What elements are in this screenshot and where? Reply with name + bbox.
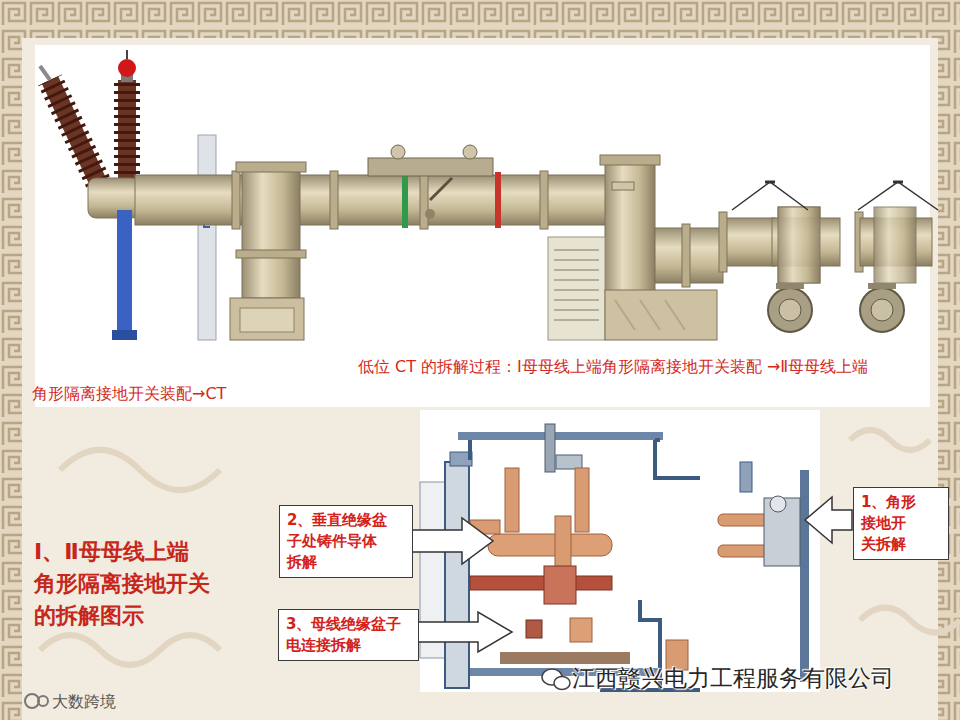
gis-illustration-part — [858, 182, 938, 210]
callout-box: 3、母线绝缘盆子 电连接拆解 — [278, 609, 419, 661]
watermark-icons-part — [38, 696, 48, 706]
cross-section-illustration-part — [545, 424, 555, 472]
gis-illustration-part — [50, 80, 98, 182]
top-illustration-panel-part — [35, 45, 930, 407]
cross-section-illustration-part — [488, 534, 612, 556]
process-caption: 低位 CT 的拆解过程：Ⅰ母母线上端角形隔离接地开关装配 →Ⅱ母母线上端 角形隔… — [32, 353, 930, 407]
callout-text: 1、角形 接地开 关拆解 — [861, 492, 941, 555]
gis-illustration-part — [88, 178, 140, 218]
gis-illustration-part — [871, 299, 893, 321]
gis-illustration-part — [198, 135, 216, 340]
watermark-icons-part — [25, 694, 39, 708]
gis-illustration-part — [719, 212, 727, 272]
gis-illustration-part — [242, 168, 300, 298]
gis-illustration-part — [236, 250, 306, 258]
gis-illustration-part — [495, 172, 501, 228]
decorative-frame-part — [0, 0, 960, 38]
gis-illustration-part — [236, 162, 306, 172]
gis-illustration-part — [232, 171, 240, 229]
gis-illustration-part — [868, 283, 896, 289]
callout-arrows-part — [805, 497, 852, 543]
gis-illustration-part — [118, 80, 136, 182]
gis-illustration-part — [874, 207, 916, 283]
cross-section-illustration-part — [526, 620, 542, 638]
gis-illustration-part — [402, 172, 408, 228]
gis-illustration-part — [463, 145, 477, 159]
gis-illustration-part — [368, 158, 493, 176]
cross-section-illustration-part — [770, 496, 786, 512]
gis-illustration-part — [554, 250, 599, 320]
gis-illustration-part — [605, 290, 717, 340]
gis-illustration-part — [112, 330, 137, 340]
cross-section-illustration-part — [556, 455, 582, 469]
gis-illustration-part — [117, 210, 132, 338]
company-watermark: 江西赣兴电力工程服务有限公司 — [572, 664, 894, 692]
cross-section-illustration-part — [800, 470, 809, 682]
source-watermark: 大数跨境 — [52, 692, 116, 712]
gis-illustration-part — [548, 237, 605, 340]
cross-section-illustration-part — [570, 618, 592, 642]
gis-illustration-part — [765, 181, 775, 184]
cross-section-illustration-part — [458, 432, 663, 440]
gis-illustration-part — [40, 66, 50, 80]
gis-illustration-part — [860, 288, 904, 332]
callout-text: 3、母线绝缘盆子 电连接拆解 — [286, 614, 411, 656]
gis-illustration-part — [391, 145, 405, 159]
slide-heading: Ⅰ、Ⅱ母母线上端 角形隔离接地开关 的拆解图示 — [34, 536, 230, 632]
gis-illustration-part — [893, 181, 903, 184]
gis-illustration-part — [425, 209, 435, 219]
decorative-frame-part — [0, 38, 22, 720]
gis-illustration-part — [50, 80, 98, 182]
gis-illustration-part — [540, 171, 548, 229]
gis-illustration-part — [118, 59, 136, 77]
cross-section-illustration-part — [575, 468, 589, 532]
cross-section-illustration-part — [470, 576, 612, 590]
callout-arrows — [412, 497, 852, 652]
gis-illustration-part — [126, 50, 128, 59]
gis-illustration-part — [779, 299, 801, 321]
top-illustration-panel — [35, 45, 930, 407]
cross-section-illustration-part — [500, 652, 630, 664]
gis-illustration-part — [723, 218, 775, 266]
callout-box: 1、角形 接地开 关拆解 — [853, 487, 949, 560]
gis-illustration-part — [330, 171, 338, 229]
gis-illustration-part — [612, 182, 634, 190]
gis-illustration-part — [682, 224, 690, 287]
gis-illustration-part — [230, 298, 304, 340]
cross-section-illustration-part — [740, 462, 752, 492]
cross-section-illustration-part — [505, 468, 519, 532]
gis-illustration-part — [615, 300, 685, 330]
callout-box: 2、垂直绝缘盆 子处铸件导体 拆解 — [279, 505, 413, 578]
callout-arrows-part — [418, 612, 512, 652]
decorative-frame-part — [850, 430, 960, 633]
watermark-icons-part — [554, 677, 570, 690]
cross-section-illustration-part — [445, 462, 469, 688]
decorative-frame-part — [938, 38, 960, 720]
callout-text: 2、垂直绝缘盆 子处铸件导体 拆解 — [287, 510, 405, 573]
gis-illustration-part — [600, 155, 660, 165]
cross-section-illustration-part — [544, 566, 576, 604]
decorative-frame-part — [22, 38, 938, 720]
gis-illustration-part — [778, 207, 820, 283]
gis-illustration-part — [732, 182, 808, 210]
callout-arrows-part — [412, 518, 493, 564]
gis-illustration — [40, 50, 938, 340]
gis-illustration-part — [768, 288, 812, 332]
gis-illustration-part — [605, 160, 655, 300]
gis-illustration-part — [114, 80, 140, 182]
gis-illustration-part — [240, 308, 294, 332]
gis-illustration-part — [778, 207, 820, 283]
gis-illustration-part — [430, 178, 452, 200]
gis-illustration-part — [776, 283, 804, 289]
gis-illustration-part — [420, 171, 428, 229]
